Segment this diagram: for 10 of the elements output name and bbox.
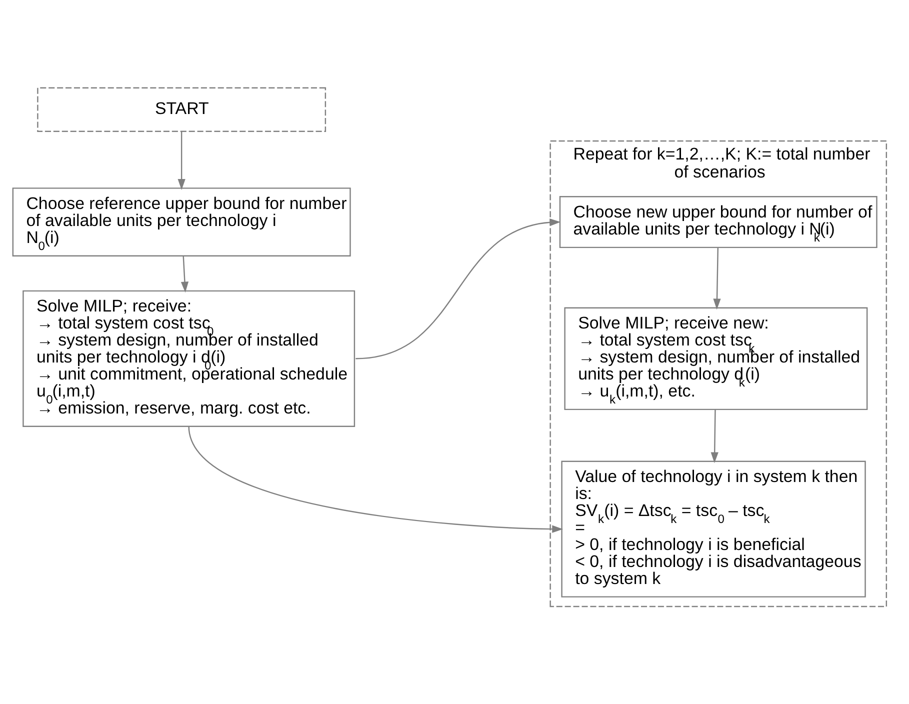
arrow bbox=[710, 410, 718, 464]
arrow bbox=[180, 256, 189, 293]
arrow bbox=[178, 132, 186, 190]
arrow bbox=[188, 426, 564, 533]
node-box: Value of technology i in system k then is: SV$_{k}$(i) = Δtsc$_{k}$ = tsc$_{0}$ – tsc$_{k}$ = > 0, if technology i is beneficial < 0, if technology i is disadvantageous to system k bbox=[561, 460, 866, 598]
arrow bbox=[713, 248, 721, 310]
node-box: Choose reference upper bound for number of available units per technology i N$_{0}$(i) bbox=[12, 188, 351, 256]
arrow bbox=[356, 218, 561, 360]
node-box: Choose new upper bound for number of available units per technology i N$_{k}$(i) bbox=[559, 196, 878, 248]
node-box: START bbox=[37, 87, 326, 132]
